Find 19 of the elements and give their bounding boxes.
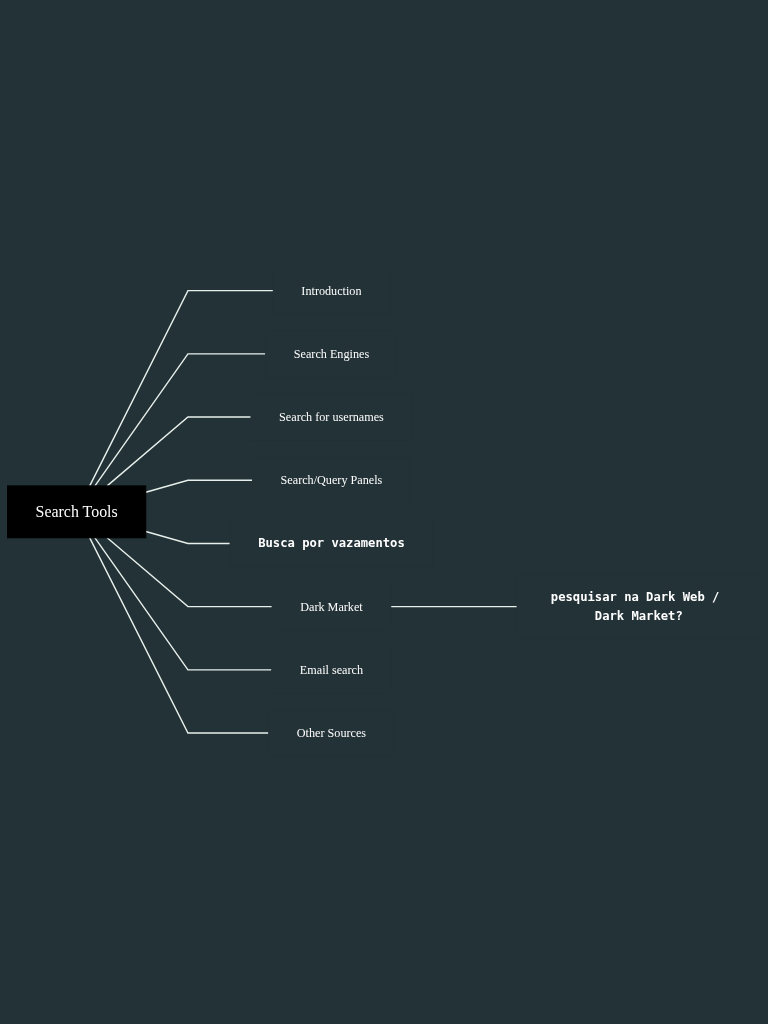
node-text: Busca por vazamentos [258,536,405,551]
connector [390,606,518,608]
connector [145,479,254,494]
connector [106,416,252,487]
node-text: Search for usernames [279,409,384,424]
connector [89,290,274,487]
node-text: Dark Market [300,599,363,614]
node-box: Search Tools [7,485,147,539]
node-text: Introduction [301,283,362,298]
node-text: Search/Query Panels [280,473,383,488]
node-text: pesquisar na Dark Web / Dark Market? [550,590,720,623]
connector [145,530,231,545]
connector [89,537,270,734]
connector [106,537,273,608]
node-text: Email search [299,662,364,677]
node-text: Other Sources [296,725,367,740]
connector [94,537,273,671]
node-text: Search Engines [293,346,370,361]
connector [94,353,267,487]
